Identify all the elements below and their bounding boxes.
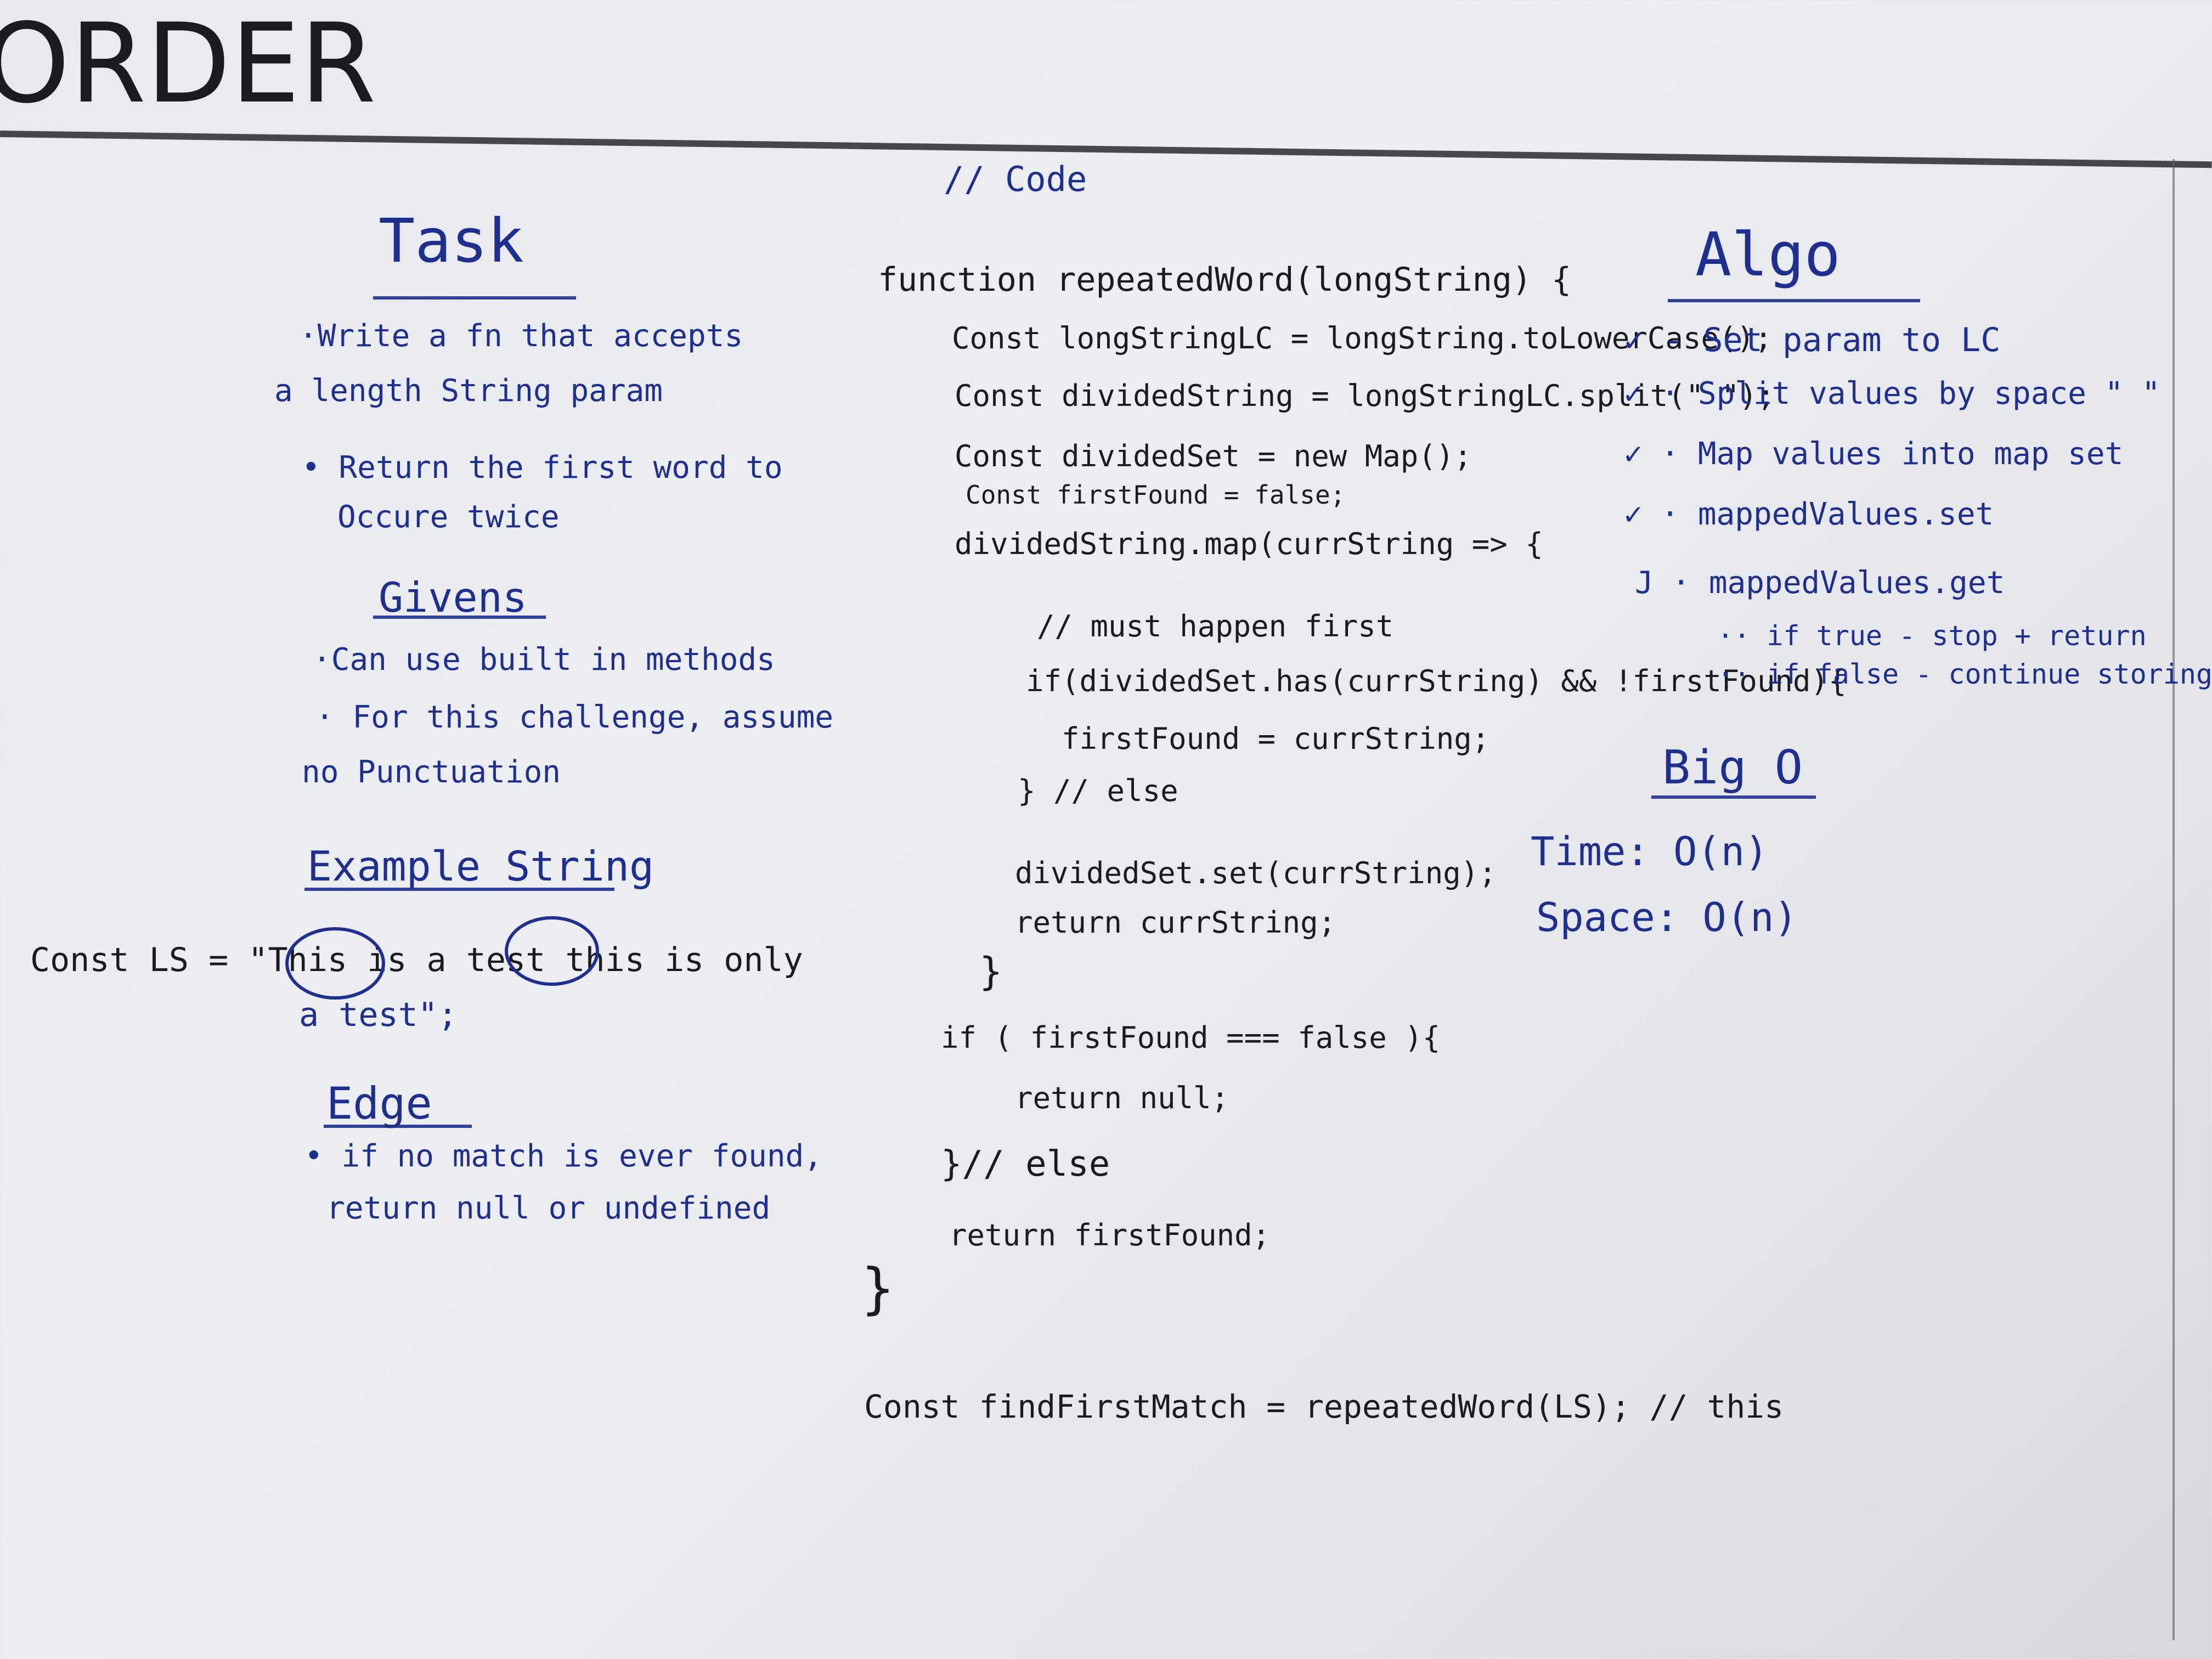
algo-line: ·· if true - stop + return: [1717, 620, 2147, 652]
code-line: return firstFound;: [949, 1218, 1271, 1252]
code-line: // must happen first: [1037, 609, 1394, 644]
algo-line: J · mappedValues.get: [1635, 565, 2005, 601]
example-heading: Example String: [307, 842, 654, 890]
task-line: ·Write a fn that accepts: [299, 318, 743, 354]
code-line: dividedString.map(currString => {: [955, 527, 1543, 561]
bigo-underline: [1651, 795, 1816, 799]
code-line: return currString;: [1015, 905, 1336, 940]
code-comment: // Code: [944, 159, 1087, 199]
circle-this: [285, 927, 385, 1000]
algo-underline: [1668, 299, 1920, 302]
divider-line: [0, 131, 2212, 168]
code-line: firstFound = currString;: [1062, 721, 1490, 756]
code-line: if ( firstFound === false ){: [941, 1020, 1441, 1055]
code-line: Const dividedString = longStringLC.split…: [955, 379, 1775, 413]
edge-line: • if no match is ever found,: [304, 1138, 823, 1174]
edge-line: return null or undefined: [326, 1190, 771, 1226]
algo-line: ✓ · Split values by space " ": [1624, 376, 2160, 411]
example-underline: [304, 888, 614, 891]
code-line: Const findFirstMatch = repeatedWord(LS);…: [864, 1388, 1784, 1425]
bigo-space: Space: O(n): [1536, 894, 1798, 940]
bigo-time: Time: O(n): [1531, 828, 1769, 874]
code-line: if(dividedSet.has(currString) && !firstF…: [1026, 664, 1847, 698]
code-line: Const longStringLC = longString.toLowerC…: [952, 321, 1773, 356]
board-title: ORDER: [0, 0, 376, 128]
board-edge: [2172, 159, 2175, 1640]
code-line: }: [979, 949, 1003, 994]
circle-test: [505, 916, 599, 986]
task-line: Occure twice: [337, 499, 560, 535]
algo-line: ✓ - Set param to LC: [1624, 321, 2001, 359]
code-line: function repeatedWord(longString) {: [878, 261, 1572, 299]
edge-heading: Edge: [326, 1078, 432, 1129]
task-underline: [373, 296, 576, 300]
task-line: a length String param: [274, 373, 663, 409]
code-line: Const firstFound = false;: [966, 480, 1346, 510]
code-line: Const dividedSet = new Map();: [955, 439, 1472, 473]
code-line: dividedSet.set(currString);: [1015, 856, 1497, 890]
code-line: }// else: [941, 1144, 1110, 1184]
givens-line: · For this challenge, assume: [315, 699, 834, 735]
code-line: } // else: [1018, 774, 1178, 808]
bigo-heading: Big O: [1662, 741, 1803, 795]
givens-line: ·Can use built in methods: [313, 642, 775, 678]
example-line: a test";: [299, 996, 458, 1034]
algo-line: ·· if false - continue storing: [1717, 658, 2212, 690]
task-line: • Return the first word to: [302, 450, 783, 486]
task-heading: Task: [379, 206, 524, 276]
algo-heading: Algo: [1695, 219, 1841, 290]
code-line: return null;: [1015, 1081, 1229, 1115]
erased-writing: [5, 165, 25, 235]
givens-line: no Punctuation: [302, 754, 561, 790]
edge-underline: [324, 1125, 472, 1128]
algo-line: ✓ · Map values into map set: [1624, 436, 2124, 472]
algo-line: ✓ · mappedValues.set: [1624, 496, 1994, 532]
example-line: Const LS = "This is a test this is only: [30, 941, 803, 979]
code-line: }: [861, 1256, 895, 1321]
givens-underline: [373, 616, 546, 619]
givens-heading: Givens: [379, 573, 527, 622]
